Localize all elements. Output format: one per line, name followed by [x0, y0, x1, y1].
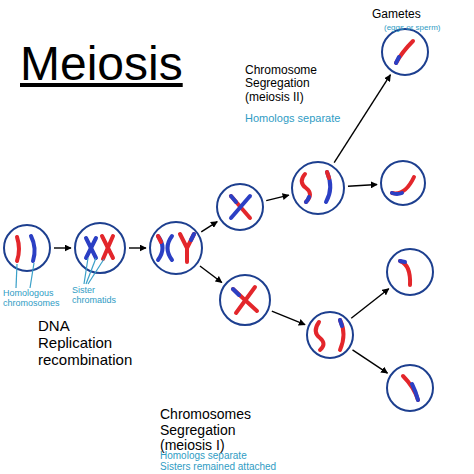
stage-label: DNA Replication recombination	[38, 318, 143, 368]
cell-membrane	[387, 365, 433, 411]
cell-circle	[386, 248, 434, 296]
cell-circle	[386, 364, 434, 412]
part-label: Sister chromatids	[72, 285, 122, 305]
arrow-connector	[334, 75, 390, 163]
annotation-note: (eggs or sperm)	[384, 24, 469, 33]
annotation-note: Homologs separate	[160, 450, 310, 461]
arrow-connector	[266, 195, 289, 201]
cell-membrane	[292, 162, 344, 214]
cell-circle	[149, 221, 203, 275]
cell-circle	[381, 28, 429, 76]
cell-outline	[149, 221, 203, 275]
cell-circle	[380, 160, 426, 206]
part-label: Homologous chromosomes	[3, 288, 65, 308]
cell-membrane	[381, 161, 425, 205]
cell-outline	[386, 364, 434, 412]
cell-circle	[216, 183, 264, 231]
arrow-connector	[200, 266, 222, 282]
diagram-title: Meiosis	[20, 38, 183, 91]
cell-membrane	[150, 222, 202, 274]
cell-circle	[74, 222, 126, 274]
cell-membrane	[4, 225, 50, 271]
cell-membrane	[387, 249, 433, 295]
cell-circle	[291, 161, 345, 215]
cell-membrane	[220, 275, 270, 325]
arrow-connector	[272, 311, 305, 325]
cell-membrane	[217, 184, 263, 230]
arrow-connector	[348, 185, 377, 187]
cell-outline	[380, 160, 426, 206]
cell-outline	[291, 161, 345, 215]
cell-outline	[306, 311, 354, 359]
chromosomes	[17, 41, 418, 400]
cell-outline	[219, 274, 271, 326]
cell-circle	[219, 274, 271, 326]
arrow-connector	[201, 222, 217, 232]
stage-label: Chromosome Segregation (meiosis II)	[245, 64, 340, 104]
stage-label: Chromosomes Segregation (meiosis I)	[160, 407, 260, 454]
stage-label: Gametes	[372, 8, 462, 21]
cell-outline	[74, 222, 126, 274]
cell-outline	[216, 183, 264, 231]
arrow-connector	[353, 350, 388, 373]
annotation-note: Sisters remained attached	[160, 461, 330, 472]
arrow-connector	[54, 247, 71, 248]
cell-outline	[386, 248, 434, 296]
arrow-connector	[129, 247, 146, 248]
cell-outline	[3, 224, 51, 272]
cell-membrane	[382, 29, 428, 75]
cell-outline	[381, 28, 429, 76]
cell-circle	[3, 224, 51, 272]
cell-membrane	[307, 312, 353, 358]
arrow-connector	[351, 289, 389, 319]
cell-membrane	[75, 223, 125, 273]
cell-circle	[306, 311, 354, 359]
annotation-note: Homologs separate	[245, 112, 365, 124]
